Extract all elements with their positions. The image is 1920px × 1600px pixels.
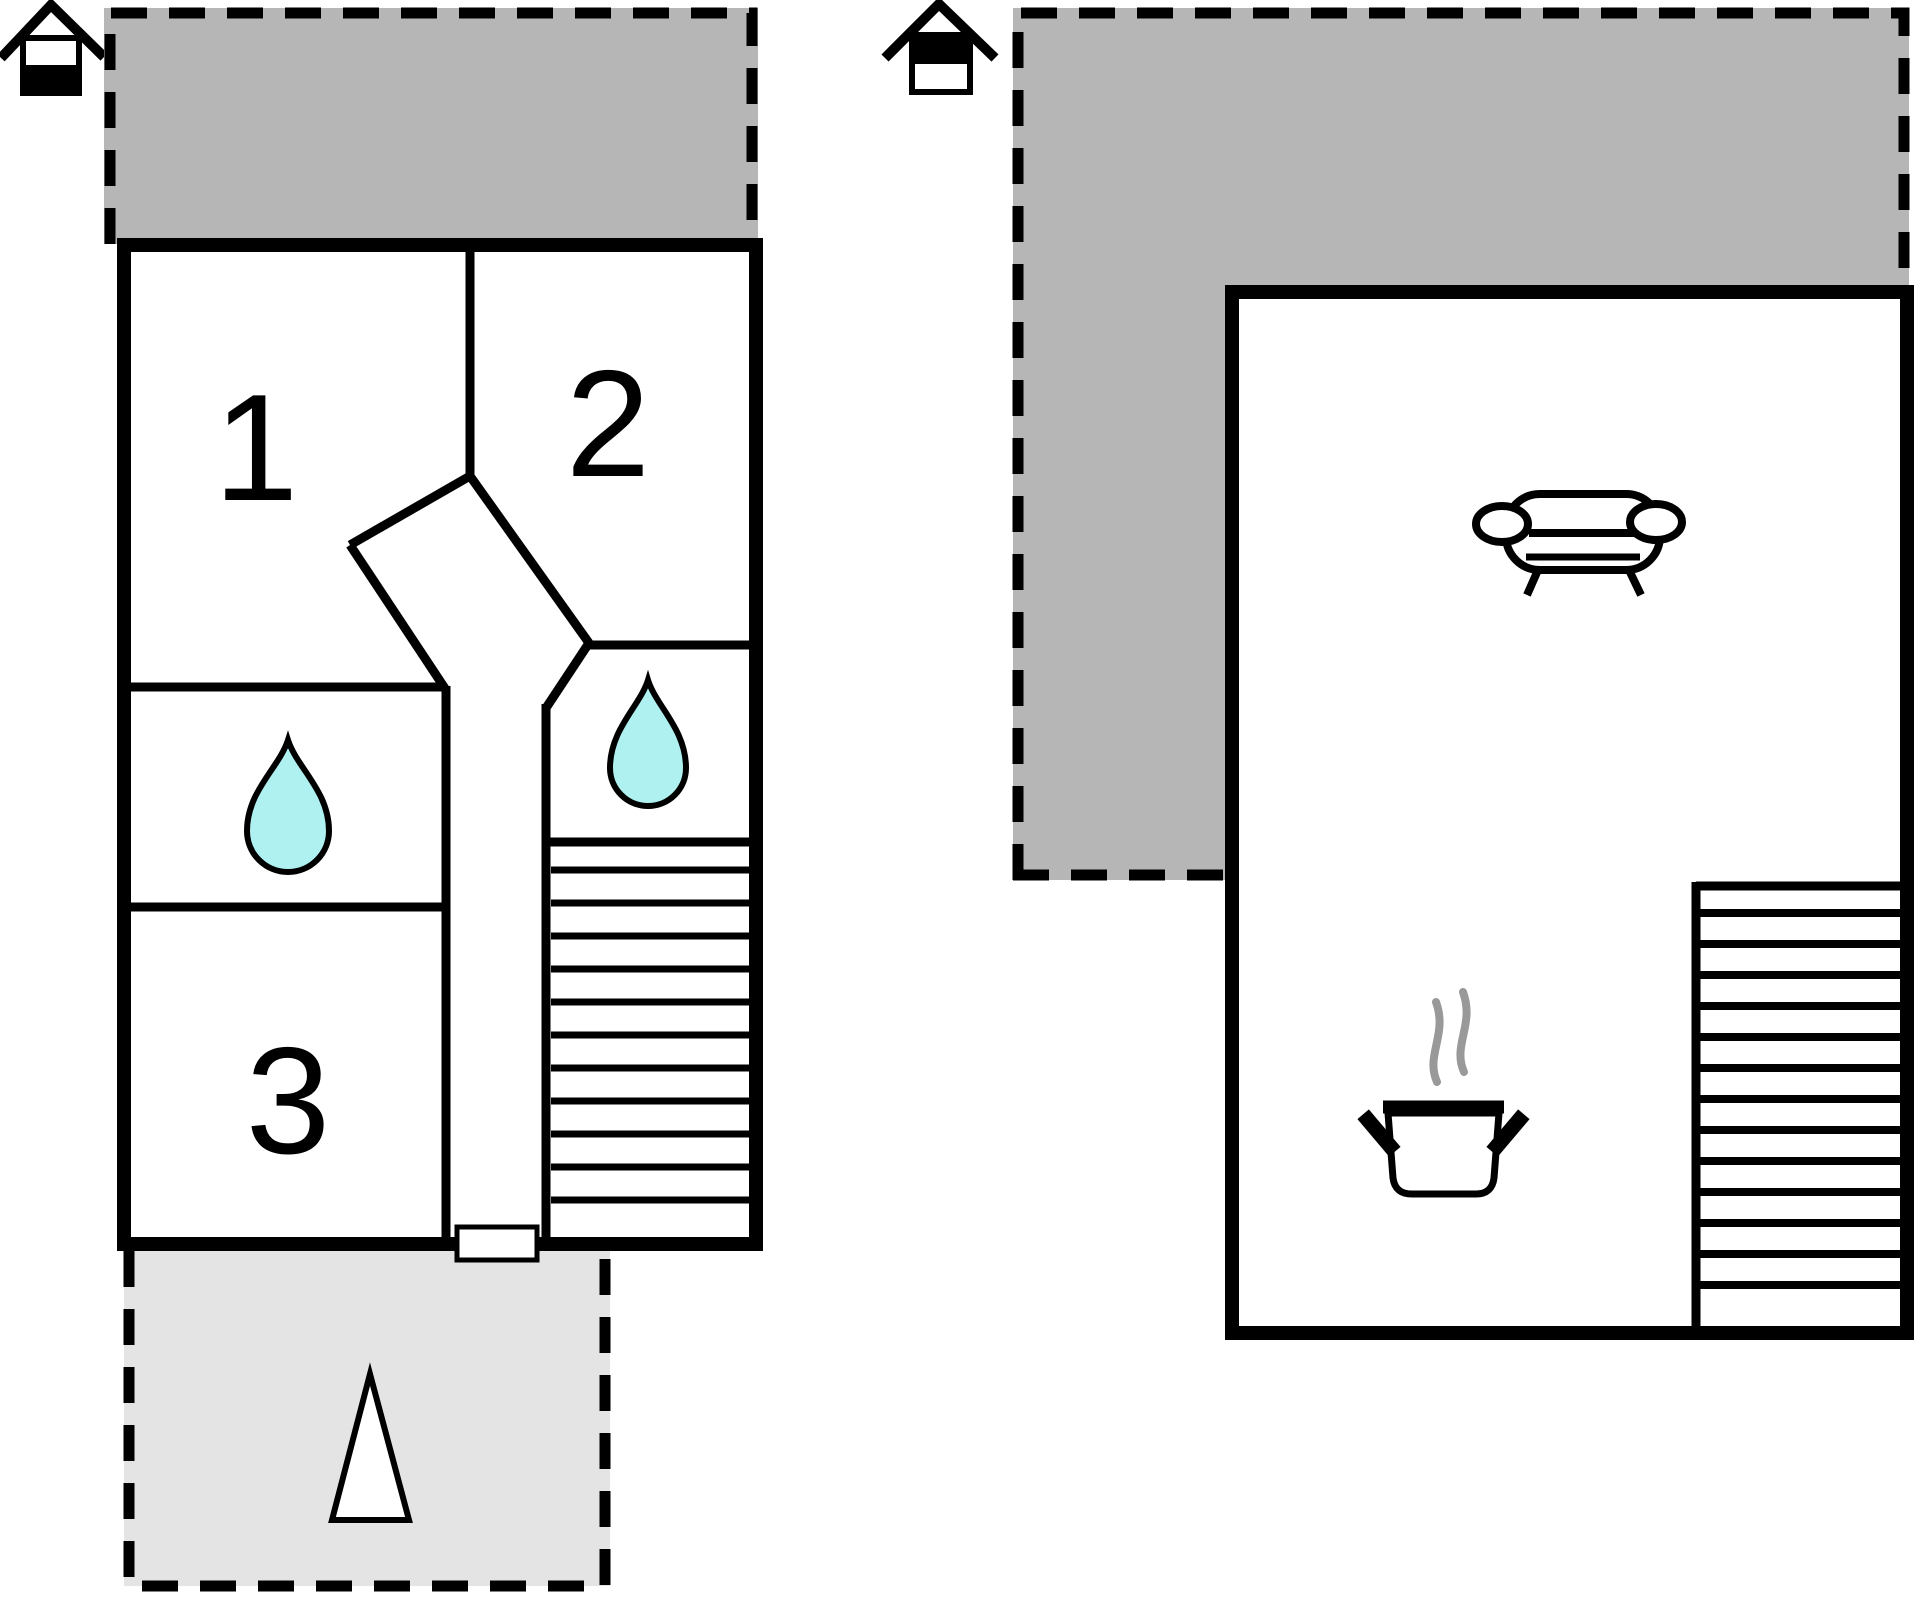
water-drop-icon	[243, 730, 333, 875]
wall-hall-bath-corner	[542, 640, 593, 711]
pot-body	[1384, 1109, 1503, 1198]
interior-walls	[128, 245, 752, 1240]
cooking-pot-icon	[1357, 988, 1530, 1198]
stairs	[1691, 881, 1900, 1333]
house-body-filled-half	[912, 35, 970, 64]
house-roof	[881, 0, 999, 62]
house-ground-floor-icon	[0, 0, 108, 96]
house-body-outline	[20, 35, 82, 96]
wall-hall-end	[347, 472, 473, 549]
arrow-triangle-icon	[328, 1362, 413, 1523]
room-label-2: 2	[566, 339, 651, 509]
house-body-outline	[909, 32, 973, 95]
terrace	[1013, 8, 1909, 880]
wall-hall-right-diagonal	[466, 473, 593, 646]
terrace-dashed-border	[1012, 7, 1910, 880]
sofa-icon	[1472, 490, 1686, 597]
house-upper-floor-icon	[881, 0, 999, 95]
entrance-door	[454, 1224, 540, 1263]
house-roof	[0, 0, 108, 62]
sofa-armrest	[1626, 500, 1686, 544]
wall-hall-left-diagonal	[346, 542, 450, 693]
building-outline	[1225, 285, 1914, 1340]
room-label-1: 1	[214, 363, 299, 533]
room-label-3: 3	[246, 1016, 331, 1186]
water-drop-icon	[606, 669, 690, 809]
steam-wave	[1429, 998, 1444, 1086]
sofa-legs	[1523, 568, 1645, 597]
ground-floor-plan: 1 2 3	[0, 0, 763, 1592]
house-body-filled-half	[23, 65, 79, 93]
stairs-enclosure	[1691, 881, 1900, 1333]
pot-handle	[1486, 1109, 1530, 1157]
stairs-treads	[1700, 909, 1900, 1289]
stairs	[551, 866, 749, 1204]
terrace	[104, 8, 758, 244]
terrace-dashed-border	[104, 7, 758, 244]
pot-handle	[1357, 1109, 1401, 1157]
sofa-armrest	[1472, 502, 1532, 546]
steam-wave	[1456, 988, 1471, 1076]
upper-floor-plan	[881, 0, 1914, 1340]
